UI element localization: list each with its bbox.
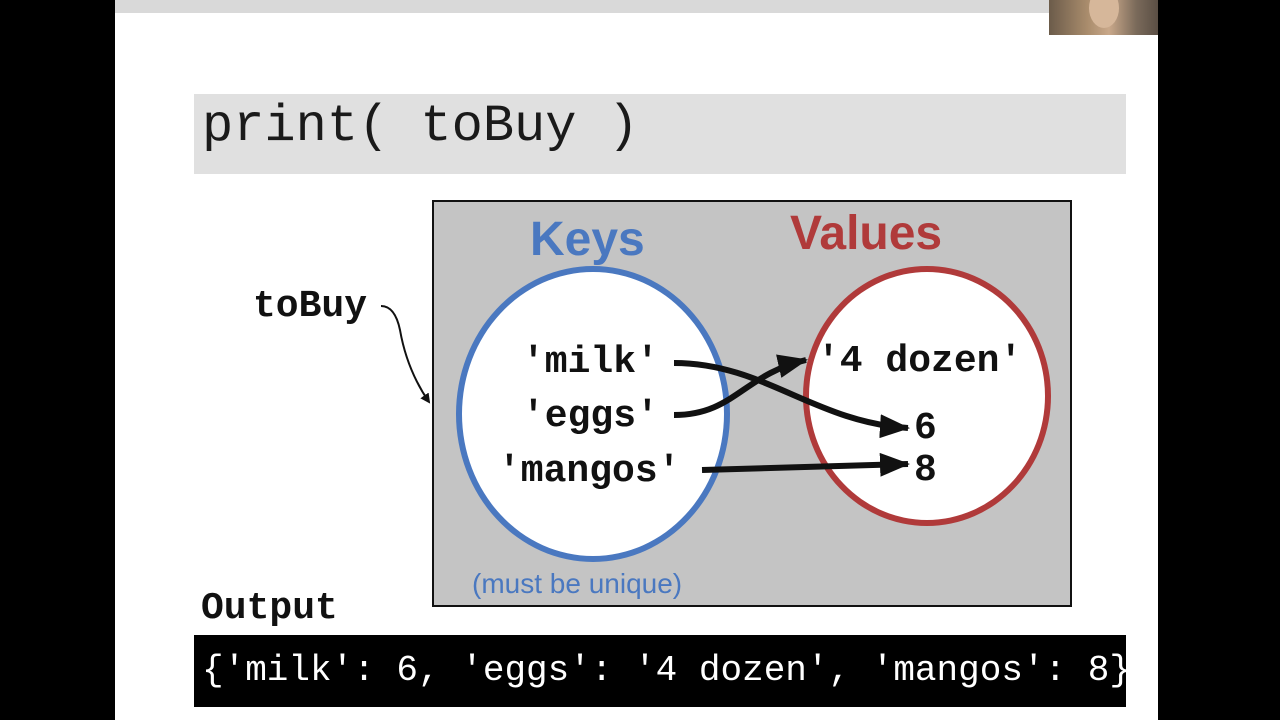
mapping-arrows — [673, 354, 910, 477]
keys-unique-note: (must be unique) — [472, 568, 683, 599]
value-6: 6 — [914, 407, 937, 450]
keys-heading: Keys — [530, 213, 645, 266]
arrow-mangos-to-8 — [701, 452, 910, 477]
key-eggs: 'eggs' — [522, 395, 659, 438]
code-block: print( toBuy ) — [194, 94, 1126, 174]
variable-label: toBuy — [253, 285, 368, 328]
value-8: 8 — [914, 449, 937, 492]
key-mangos: 'mangos' — [498, 450, 681, 493]
arrow-milk-to-6 — [673, 360, 910, 439]
output-console: {'milk': 6, 'eggs': '4 dozen', 'mangos':… — [194, 635, 1131, 707]
webcam-thumbnail — [1049, 0, 1158, 35]
output-text: {'milk': 6, 'eggs': '4 dozen', 'mangos':… — [202, 650, 1131, 691]
key-milk: 'milk' — [522, 341, 659, 384]
arrow-eggs-to-4-dozen — [673, 354, 808, 418]
dictionary-diagram: Keys Values 'milk' 'eggs' 'mangos' '4 do… — [432, 200, 1072, 607]
slide: print( toBuy ) toBuy Keys Values 'milk' … — [115, 0, 1158, 720]
values-heading: Values — [790, 207, 943, 260]
output-label: Output — [201, 587, 338, 630]
top-bar — [115, 0, 1158, 13]
code-statement: print( toBuy ) — [202, 97, 639, 156]
values-circle — [803, 266, 1051, 526]
value-4-dozen: '4 dozen' — [817, 340, 1023, 383]
variable-pointer-arrow — [380, 305, 431, 404]
